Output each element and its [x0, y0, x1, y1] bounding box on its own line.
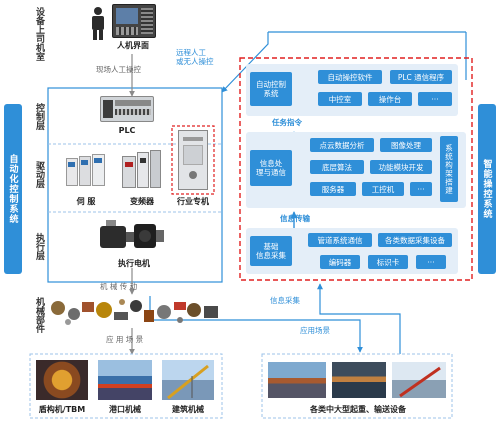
row3-item-2: 各类数据采集设备: [378, 233, 452, 247]
servo-icon: [66, 154, 106, 188]
manual-op-label: 现场人工操控: [96, 65, 141, 74]
info-transfer-label: 信息传输: [280, 214, 310, 223]
auto-control-system-box: 自动控制 系统: [250, 72, 292, 106]
row2-item-2: 图像处理: [380, 138, 432, 152]
row3-item-3: 编码器: [320, 255, 360, 269]
row2-item-5: 服务器: [310, 182, 356, 196]
app-right-label: 各类中大型起重、输送设备: [310, 405, 406, 414]
row2-item-3: 底层算法: [310, 160, 364, 174]
app-scene-left-label: 应 用 场 景: [106, 335, 144, 344]
crane-photo-3: [392, 362, 446, 398]
row2-item-1: 点云数据分析: [310, 138, 374, 152]
mechanical-parts-label: 机械部件: [34, 297, 44, 333]
tbm-photo: [36, 360, 88, 400]
equipment-room-label: 设备上司机室: [34, 7, 44, 61]
row1-item-2: PLC 通信程序: [390, 70, 452, 84]
row2-item-6: 工控机: [362, 182, 404, 196]
construction-machinery-photo: [162, 360, 214, 400]
operator-icon: [88, 6, 108, 40]
drive-layer-label: 驱动层: [34, 160, 44, 188]
smart-control-system-label: 智能操控系统: [481, 159, 492, 219]
app-left-2-label: 港口机械: [109, 405, 141, 414]
row1-item-5: ···: [418, 92, 452, 106]
basic-info-collect-box: 基础 信息采集: [250, 236, 292, 266]
info-collect-label: 信息采集: [270, 296, 300, 305]
app-scene-right-arrow: [149, 296, 363, 353]
row3-item-4: 标识卡: [368, 255, 408, 269]
industry-pc-icon: [178, 130, 208, 190]
app-scene-right-label: 应用场景: [300, 326, 330, 335]
info-collect-arrow: [317, 283, 401, 354]
remote-op-label: 远程人工 或无人操控: [176, 48, 214, 66]
smart-control-system-bar: 智能操控系统: [478, 104, 496, 274]
smart-system-frame: [239, 57, 473, 281]
row1-item-1: 自动操控软件: [318, 70, 382, 84]
automation-control-system-label: 自动化控制系统: [7, 154, 18, 224]
app-left-1-label: 盾构机/TBM: [38, 405, 86, 414]
mech-transmission-label: 机 械 传 动: [100, 282, 138, 291]
plc-label: PLC: [118, 126, 136, 135]
motor-label: 执行电机: [118, 259, 150, 268]
app-left-3-label: 建筑机械: [172, 405, 204, 414]
task-cmd-label: 任务指令: [272, 118, 302, 127]
automation-frame: [47, 87, 223, 283]
row2-item-7: ···: [410, 182, 432, 196]
row2-item-4: 功能模块开发: [370, 160, 432, 174]
system-architecture-box: 系统构架搭建: [440, 136, 458, 202]
remote-op-arrow: [221, 32, 269, 93]
app-left-frame: [29, 353, 223, 419]
mechanical-parts-image: [48, 296, 222, 326]
inverter-icon: [122, 150, 162, 190]
row1-item-3: 中控室: [318, 92, 362, 106]
exec-layer-label: 执行层: [34, 232, 44, 260]
industry-pc-highlight: [171, 125, 215, 195]
automation-control-system-bar: 自动化控制系统: [4, 104, 22, 274]
industry-pc-label: 行业专机: [177, 197, 209, 206]
servo-label: 伺 服: [76, 197, 96, 206]
plc-icon: [100, 96, 154, 122]
inverter-label: 变频器: [130, 197, 154, 206]
app-right-frame: [261, 353, 453, 419]
hmi-label: 人机界面: [117, 41, 149, 50]
hmi-panel-icon: [112, 4, 156, 38]
row1-item-4: 操作台: [368, 92, 412, 106]
row3-item-1: 管道系统通信: [308, 233, 372, 247]
row3-item-5: ···: [416, 255, 446, 269]
crane-photo-1: [268, 362, 326, 398]
port-machinery-photo: [98, 360, 152, 400]
control-layer-label: 控制层: [34, 102, 44, 130]
crane-photo-2: [332, 362, 386, 398]
info-processing-box: 信息处 理与通信: [250, 150, 292, 186]
motor-icon: [96, 216, 168, 256]
